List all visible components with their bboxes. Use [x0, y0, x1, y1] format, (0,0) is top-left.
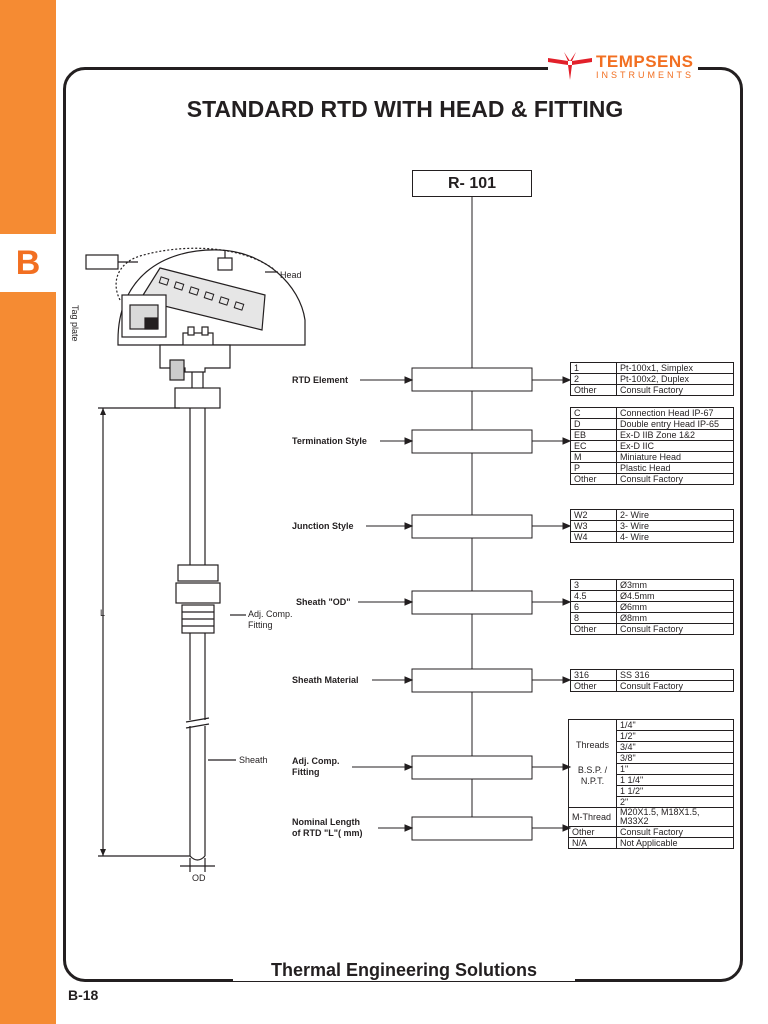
field-adj-fitting-line-1: Adj. Comp. — [292, 756, 340, 766]
tag-plate-label: Tag plate — [70, 305, 80, 342]
thread-group-cell: Threads B.S.P. / N.P.T. — [568, 719, 617, 808]
field-adj-fitting-line-2: Fitting — [292, 767, 320, 777]
field-adj-fitting: Adj. Comp. Fitting — [292, 756, 340, 778]
logo-subtitle: INSTRUMENTS — [596, 70, 694, 80]
sheath-label: Sheath — [239, 755, 268, 765]
adj-fitting-label-2: Fitting — [248, 620, 273, 630]
logo-name: TEMPSENS — [596, 52, 694, 71]
table-row: Threads B.S.P. / N.P.T. 1/4" — [568, 719, 734, 808]
od-dimension-label: OD — [192, 873, 206, 883]
footer-title: Thermal Engineering Solutions — [233, 960, 575, 981]
field-termination-style: Termination Style — [292, 436, 367, 446]
field-sheath-material: Sheath Material — [292, 675, 359, 685]
section-side-bar — [0, 0, 56, 1024]
field-junction-style: Junction Style — [292, 521, 354, 531]
field-sheath-od: Sheath "OD" — [296, 597, 351, 607]
logo-emblem-icon — [548, 52, 592, 80]
page-number: B-18 — [68, 987, 99, 1003]
company-logo: TEMPSENS INSTRUMENTS — [548, 50, 698, 84]
field-nominal-length: Nominal Length of RTD "L"( mm) — [292, 817, 363, 839]
document-title: STANDARD RTD WITH HEAD & FITTING — [186, 96, 624, 122]
field-nominal-length-line-2: of RTD "L"( mm) — [292, 828, 363, 838]
length-dimension-label: L — [100, 608, 106, 618]
adj-fitting-label-1: Adj. Comp. — [248, 609, 293, 619]
field-rtd-element: RTD Element — [292, 375, 349, 385]
model-code-box: R- 101 — [412, 170, 532, 197]
adj-fitting-table: Threads B.S.P. / N.P.T. 1/4" 1/2" 3/4" 3… — [568, 719, 734, 849]
field-nominal-length-line-1: Nominal Length — [292, 817, 360, 827]
head-label: Head — [280, 270, 302, 280]
section-tab: B — [0, 234, 56, 292]
table-row: M-Thread M20X1.5, M18X1.5,M33X2 — [568, 807, 734, 827]
